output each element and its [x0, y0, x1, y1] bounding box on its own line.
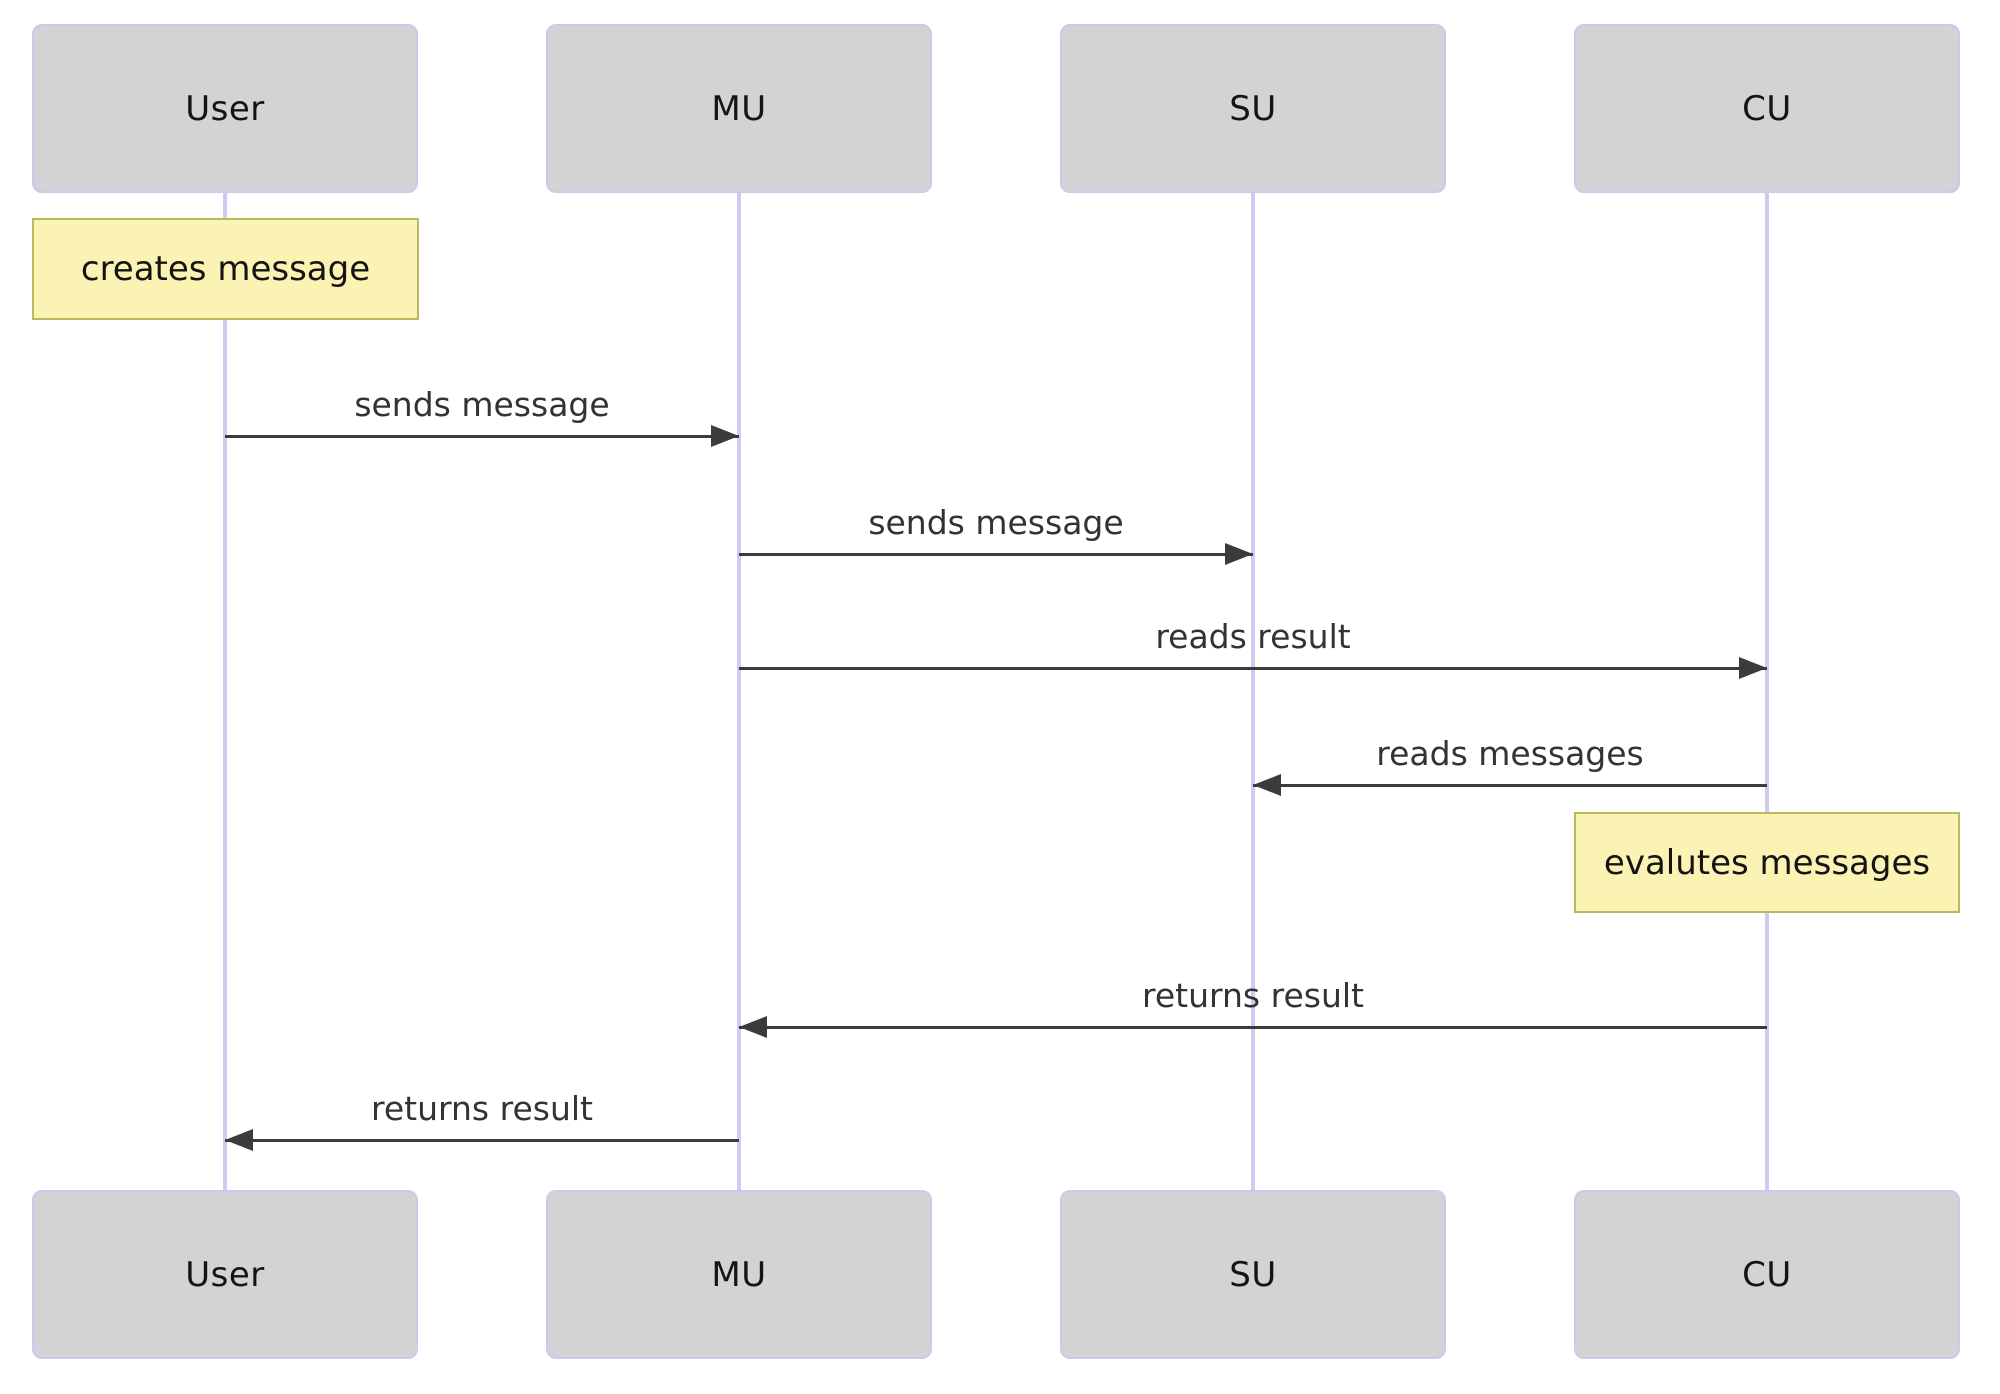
message-6-line	[225, 1139, 739, 1142]
lifeline-user	[223, 191, 227, 1192]
lifeline-cu	[1765, 191, 1769, 1192]
arrowhead-left-icon	[1253, 774, 1281, 796]
actor-bottom-cu: CU	[1574, 1190, 1960, 1359]
arrowhead-right-icon	[1739, 657, 1767, 679]
actor-label-su: SU	[1229, 88, 1277, 129]
note-text: evalutes messages	[1603, 842, 1931, 883]
note-evalutes-messages: evalutes messages	[1574, 812, 1960, 913]
message-2-line	[739, 553, 1253, 556]
actor-label-su: SU	[1229, 1254, 1277, 1295]
lifeline-su	[1251, 191, 1255, 1192]
actor-top-mu: MU	[546, 24, 932, 193]
message-3-label: reads result	[1155, 617, 1351, 656]
arrowhead-right-icon	[1225, 543, 1253, 565]
actor-label-cu: CU	[1742, 88, 1792, 129]
actor-bottom-su: SU	[1060, 1190, 1446, 1359]
lifeline-mu	[737, 191, 741, 1192]
message-1-label: sends message	[354, 385, 610, 424]
actor-top-su: SU	[1060, 24, 1446, 193]
message-4-line	[1253, 784, 1767, 787]
message-1-line	[225, 435, 739, 438]
message-6-label: returns result	[371, 1089, 593, 1128]
message-5-line	[739, 1026, 1767, 1029]
note-text: creates message	[80, 249, 371, 289]
actor-label-cu: CU	[1742, 1254, 1792, 1295]
note-creates-message: creates message	[32, 218, 419, 320]
actor-label-user: User	[185, 1254, 265, 1295]
actor-bottom-mu: MU	[546, 1190, 932, 1359]
actor-top-cu: CU	[1574, 24, 1960, 193]
actor-top-user: User	[32, 24, 418, 193]
actor-label-mu: MU	[711, 1254, 767, 1295]
message-3-line	[739, 667, 1767, 670]
arrowhead-left-icon	[739, 1016, 767, 1038]
actor-label-user: User	[185, 88, 265, 129]
actor-label-mu: MU	[711, 88, 767, 129]
message-4-label: reads messages	[1376, 734, 1644, 773]
arrowhead-left-icon	[225, 1129, 253, 1151]
actor-bottom-user: User	[32, 1190, 418, 1359]
message-5-label: returns result	[1142, 976, 1364, 1015]
message-2-label: sends message	[868, 503, 1124, 542]
arrowhead-right-icon	[711, 425, 739, 447]
